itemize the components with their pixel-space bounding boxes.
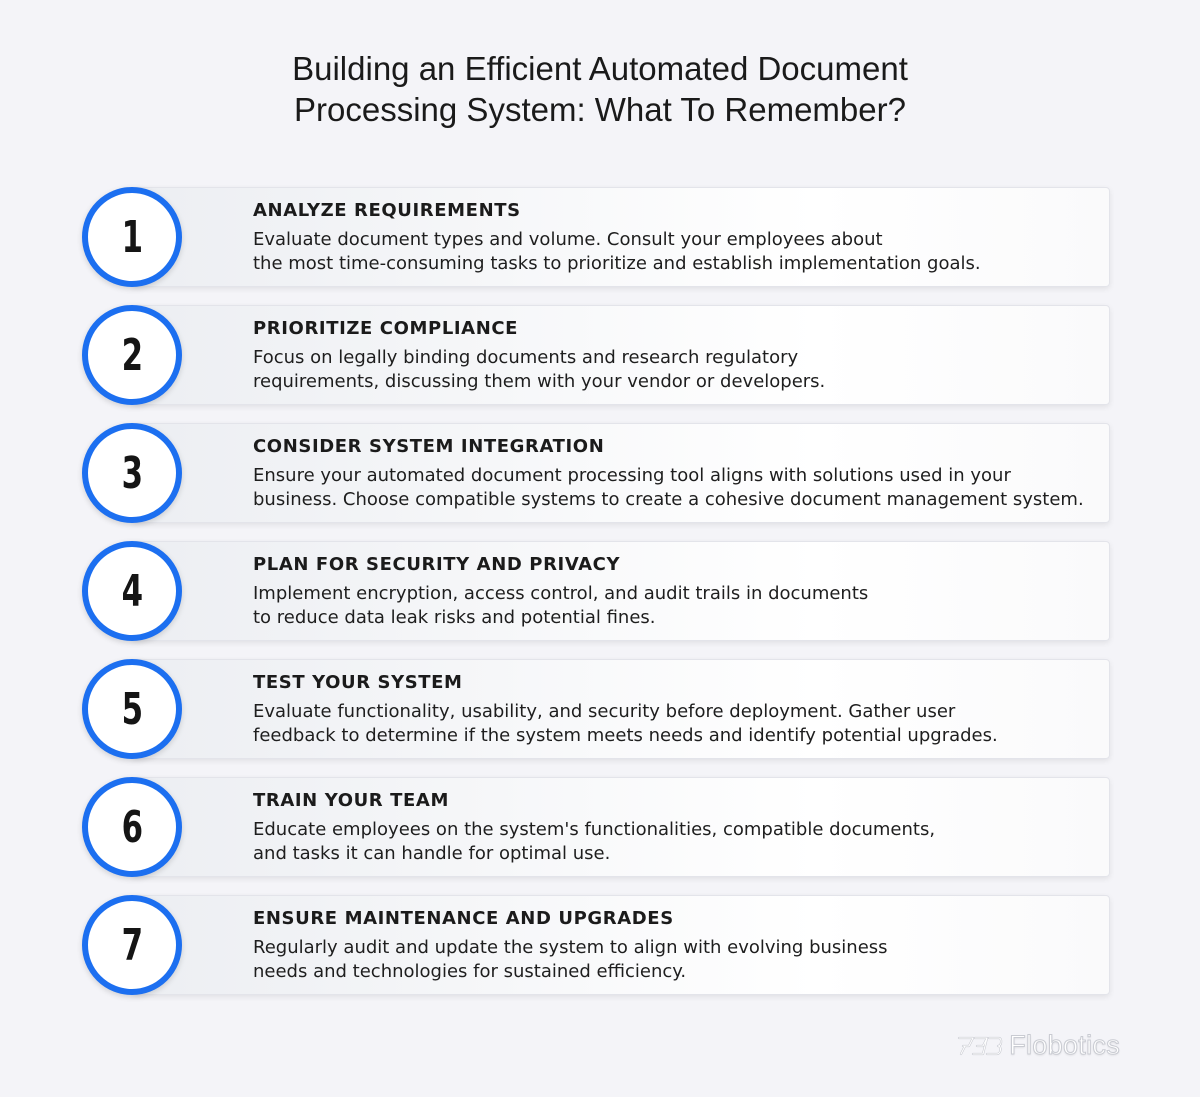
step-number: 7 — [121, 919, 143, 971]
step-title: PRIORITIZE COMPLIANCE — [253, 318, 519, 339]
title-line-1: Building an Efficient Automated Document — [292, 50, 908, 87]
step-description-line: needs and technologies for sustained eff… — [253, 961, 687, 982]
step-4: 4 PLAN FOR SECURITY AND PRIVACY Implemen… — [82, 541, 1112, 641]
step-description: Educate employees on the system's functi… — [253, 818, 1153, 866]
page-title: Building an Efficient Automated Document… — [0, 48, 1200, 130]
step-number-badge: 3 — [82, 423, 182, 523]
step-number: 4 — [121, 565, 143, 617]
step-title: TEST YOUR SYSTEM — [253, 672, 463, 693]
step-card: CONSIDER SYSTEM INTEGRATION Ensure your … — [132, 423, 1110, 523]
step-title: PLAN FOR SECURITY AND PRIVACY — [253, 554, 621, 575]
step-2: 2 PRIORITIZE COMPLIANCE Focus on legally… — [82, 305, 1112, 405]
step-description-line: Focus on legally binding documents and r… — [253, 347, 799, 368]
step-number: 5 — [121, 683, 143, 735]
step-7: 7 ENSURE MAINTENANCE AND UPGRADES Regula… — [82, 895, 1112, 995]
step-description-line: business. Choose compatible systems to c… — [253, 489, 1084, 510]
step-description: Evaluate functionality, usability, and s… — [253, 700, 1153, 748]
step-description-line: Implement encryption, access control, an… — [253, 583, 869, 604]
step-description-line: the most time-consuming tasks to priorit… — [253, 253, 981, 274]
step-title: TRAIN YOUR TEAM — [253, 790, 449, 811]
step-number-badge: 1 — [82, 187, 182, 287]
step-description-line: to reduce data leak risks and potential … — [253, 607, 656, 628]
step-description: Regularly audit and update the system to… — [253, 936, 1153, 984]
step-number-badge: 2 — [82, 305, 182, 405]
step-description-line: feedback to determine if the system meet… — [253, 725, 998, 746]
step-3: 3 CONSIDER SYSTEM INTEGRATION Ensure you… — [82, 423, 1112, 523]
step-1: 1 ANALYZE REQUIREMENTS Evaluate document… — [82, 187, 1112, 287]
steps-list: 1 ANALYZE REQUIREMENTS Evaluate document… — [82, 187, 1112, 1013]
step-card: PRIORITIZE COMPLIANCE Focus on legally b… — [132, 305, 1110, 405]
step-number-badge: 7 — [82, 895, 182, 995]
title-line-2: Processing System: What To Remember? — [294, 91, 906, 128]
step-5: 5 TEST YOUR SYSTEM Evaluate functionalit… — [82, 659, 1112, 759]
step-number: 2 — [121, 329, 143, 381]
step-description: Implement encryption, access control, an… — [253, 582, 1153, 630]
step-title: ENSURE MAINTENANCE AND UPGRADES — [253, 908, 674, 929]
step-card: TRAIN YOUR TEAM Educate employees on the… — [132, 777, 1110, 877]
step-description-line: Evaluate document types and volume. Cons… — [253, 229, 883, 250]
step-number: 3 — [121, 447, 143, 499]
step-title: ANALYZE REQUIREMENTS — [253, 200, 521, 221]
step-description-line: requirements, discussing them with your … — [253, 371, 826, 392]
step-description-line: Educate employees on the system's functi… — [253, 819, 936, 840]
logo-text: Flobotics — [1009, 1030, 1120, 1061]
step-number: 6 — [121, 801, 143, 853]
step-description-line: Evaluate functionality, usability, and s… — [253, 701, 956, 722]
step-title: CONSIDER SYSTEM INTEGRATION — [253, 436, 605, 457]
step-6: 6 TRAIN YOUR TEAM Educate employees on t… — [82, 777, 1112, 877]
step-description-line: Ensure your automated document processin… — [253, 465, 1011, 486]
step-number: 1 — [121, 211, 143, 263]
step-card: ENSURE MAINTENANCE AND UPGRADES Regularl… — [132, 895, 1110, 995]
step-description: Focus on legally binding documents and r… — [253, 346, 1153, 394]
step-number-badge: 5 — [82, 659, 182, 759]
step-description-line: Regularly audit and update the system to… — [253, 937, 888, 958]
step-card: PLAN FOR SECURITY AND PRIVACY Implement … — [132, 541, 1110, 641]
step-number-badge: 6 — [82, 777, 182, 877]
step-description: Evaluate document types and volume. Cons… — [253, 228, 1153, 276]
flobotics-logo-icon — [958, 1036, 1003, 1055]
step-card: TEST YOUR SYSTEM Evaluate functionality,… — [132, 659, 1110, 759]
step-description: Ensure your automated document processin… — [253, 464, 1153, 512]
step-description-line: and tasks it can handle for optimal use. — [253, 843, 611, 864]
flobotics-logo: Flobotics — [957, 1030, 1120, 1061]
step-card: ANALYZE REQUIREMENTS Evaluate document t… — [132, 187, 1110, 287]
step-number-badge: 4 — [82, 541, 182, 641]
